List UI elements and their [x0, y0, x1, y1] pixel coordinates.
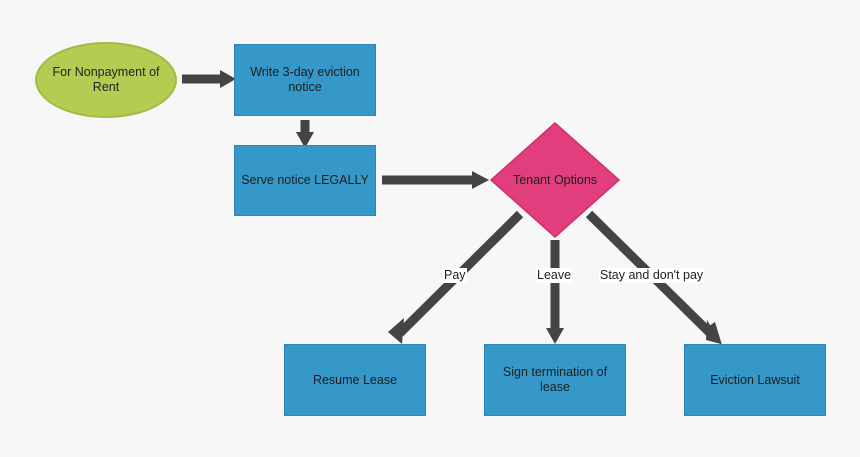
node-tenant-options: Tenant Options [490, 122, 620, 238]
node-start: For Nonpayment of Rent [35, 42, 177, 118]
node-serve-notice-label: Serve notice LEGALLY [241, 173, 369, 187]
diamond-shape [490, 122, 620, 238]
node-resume-lease: Resume Lease [284, 344, 426, 416]
node-sign-termination: Sign termination of lease [484, 344, 626, 416]
arrow-write-to-serve [296, 120, 314, 148]
node-resume-lease-label: Resume Lease [312, 372, 398, 387]
node-serve-notice: Serve notice LEGALLY [234, 145, 376, 216]
arrow-start-to-write [182, 70, 236, 88]
node-write-notice: Write 3-day eviction notice [234, 44, 376, 116]
arrow-serve-to-options [382, 171, 489, 189]
node-tenant-options-label: Tenant Options [512, 173, 598, 187]
edge-label-leave: Leave [536, 268, 573, 283]
arrow-options-to-sign [546, 240, 564, 344]
node-eviction-lawsuit-label: Eviction Lawsuit [710, 372, 800, 387]
node-sign-termination-label: Sign termination of lease [502, 365, 608, 394]
edge-label-stay: Stay and don't pay [599, 268, 705, 283]
node-start-label: For Nonpayment of Rent [52, 65, 160, 94]
edge-label-pay: Pay [443, 268, 467, 283]
node-write-notice-label: Write 3-day eviction notice [250, 65, 360, 94]
node-eviction-lawsuit: Eviction Lawsuit [684, 344, 826, 416]
